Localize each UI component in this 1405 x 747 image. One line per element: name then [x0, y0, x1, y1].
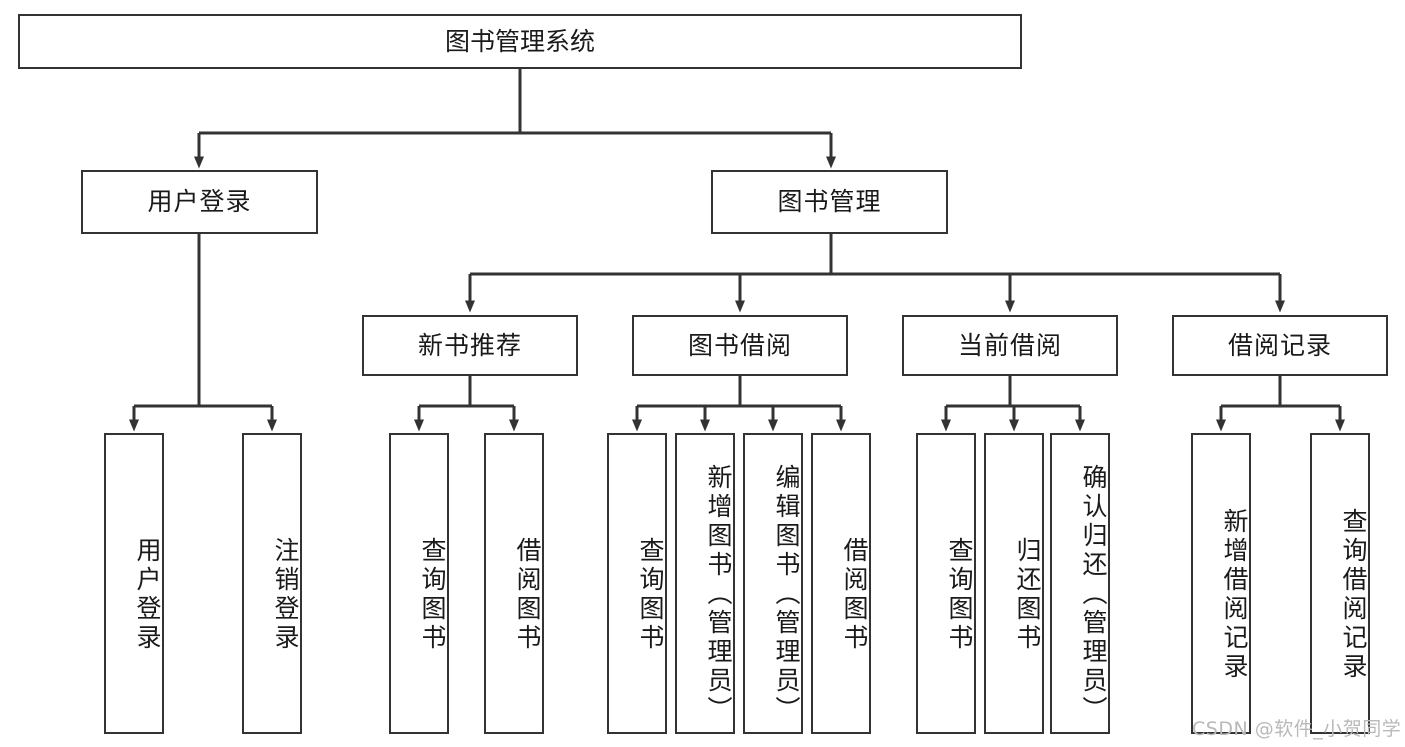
- leaf-return-book-label: 归还图书: [1013, 536, 1042, 653]
- node-root-label: 图书管理系统: [444, 26, 595, 56]
- leaf-logout[interactable]: 注销登录: [242, 433, 302, 734]
- node-current-borrow[interactable]: 当前借阅: [902, 315, 1118, 376]
- leaf-add-book-admin[interactable]: 新增图书（管理员）: [675, 433, 735, 734]
- node-root[interactable]: 图书管理系统: [18, 14, 1022, 69]
- node-user-login[interactable]: 用户登录: [81, 170, 318, 234]
- leaf-query-borrow-record-label: 查询借阅记录: [1339, 507, 1368, 682]
- leaf-add-borrow-record-label: 新增借阅记录: [1220, 507, 1249, 682]
- leaf-query-book-newbook-label: 查询图书: [418, 536, 447, 653]
- leaf-borrow-book-newbook[interactable]: 借阅图书: [484, 433, 544, 734]
- leaf-query-book-newbook[interactable]: 查询图书: [389, 433, 449, 734]
- leaf-edit-book-admin[interactable]: 编辑图书（管理员）: [743, 433, 803, 734]
- node-book-borrow-label: 图书借阅: [687, 330, 792, 360]
- leaf-edit-book-admin-label: 编辑图书（管理员）: [772, 464, 801, 725]
- leaf-query-borrow-record[interactable]: 查询借阅记录: [1310, 433, 1370, 734]
- leaf-query-book-current[interactable]: 查询图书: [916, 433, 976, 734]
- leaf-logout-label: 注销登录: [271, 536, 300, 653]
- node-user-login-label: 用户登录: [147, 187, 252, 217]
- leaf-query-book-borrow[interactable]: 查询图书: [607, 433, 667, 734]
- node-borrow-records[interactable]: 借阅记录: [1172, 315, 1388, 376]
- leaf-confirm-return-admin[interactable]: 确认归还（管理员）: [1050, 433, 1110, 734]
- node-current-borrow-label: 当前借阅: [957, 330, 1062, 360]
- node-new-book-recommend-label: 新书推荐: [417, 330, 522, 360]
- node-book-borrow[interactable]: 图书借阅: [632, 315, 848, 376]
- node-book-management-label: 图书管理: [777, 187, 882, 217]
- node-new-book-recommend[interactable]: 新书推荐: [362, 315, 578, 376]
- csdn-watermark: CSDN @软件_小贺同学: [1192, 718, 1402, 740]
- node-borrow-records-label: 借阅记录: [1227, 330, 1332, 360]
- leaf-query-book-current-label: 查询图书: [945, 536, 974, 653]
- leaf-user-login[interactable]: 用户登录: [104, 433, 164, 734]
- leaf-user-login-label: 用户登录: [133, 536, 162, 653]
- leaf-add-borrow-record[interactable]: 新增借阅记录: [1191, 433, 1251, 734]
- leaf-query-book-borrow-label: 查询图书: [636, 536, 665, 653]
- leaf-return-book[interactable]: 归还图书: [984, 433, 1044, 734]
- leaf-confirm-return-admin-label: 确认归还（管理员）: [1079, 464, 1108, 725]
- leaf-add-book-admin-label: 新增图书（管理员）: [704, 464, 733, 725]
- node-book-management[interactable]: 图书管理: [711, 170, 948, 234]
- leaf-borrow-book-borrow[interactable]: 借阅图书: [811, 433, 871, 734]
- leaf-borrow-book-borrow-label: 借阅图书: [840, 536, 869, 653]
- leaf-borrow-book-newbook-label: 借阅图书: [513, 536, 542, 653]
